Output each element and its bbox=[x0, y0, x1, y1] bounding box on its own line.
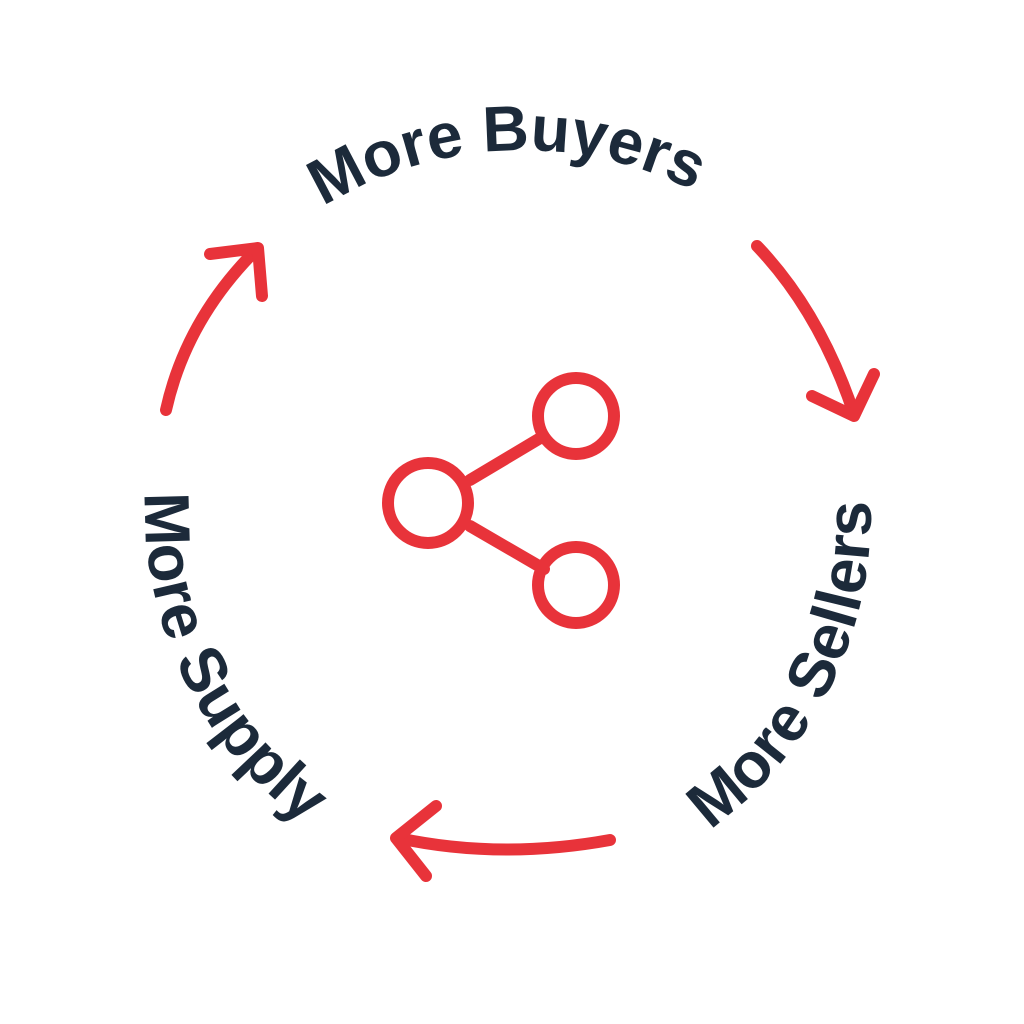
icon-node-bottom-right bbox=[532, 541, 620, 629]
arrowhead-top-right bbox=[806, 368, 880, 422]
arc-top-left bbox=[160, 244, 262, 416]
arc-bottom bbox=[392, 832, 616, 856]
share-network-icon bbox=[382, 372, 620, 629]
arrow-supply-to-buyers bbox=[160, 242, 268, 416]
label-more-buyers: More Buyers bbox=[296, 92, 718, 219]
arrowhead-bottom bbox=[390, 800, 442, 882]
arrow-buyers-to-sellers bbox=[751, 240, 880, 422]
icon-node-top-right bbox=[532, 372, 620, 460]
icon-link-lower bbox=[464, 520, 550, 575]
arrow-sellers-to-supply bbox=[390, 800, 616, 882]
label-more-supply-text: More Supply bbox=[130, 491, 342, 836]
arrowhead-top-left bbox=[204, 242, 268, 302]
label-more-sellers-text: More Sellers bbox=[673, 500, 885, 841]
icon-link-upper bbox=[464, 431, 548, 486]
icon-node-left bbox=[382, 457, 474, 549]
label-more-supply: More Supply bbox=[130, 491, 342, 836]
arc-top-right bbox=[751, 240, 860, 420]
label-more-sellers: More Sellers bbox=[673, 500, 885, 841]
label-more-buyers-text: More Buyers bbox=[296, 92, 718, 219]
